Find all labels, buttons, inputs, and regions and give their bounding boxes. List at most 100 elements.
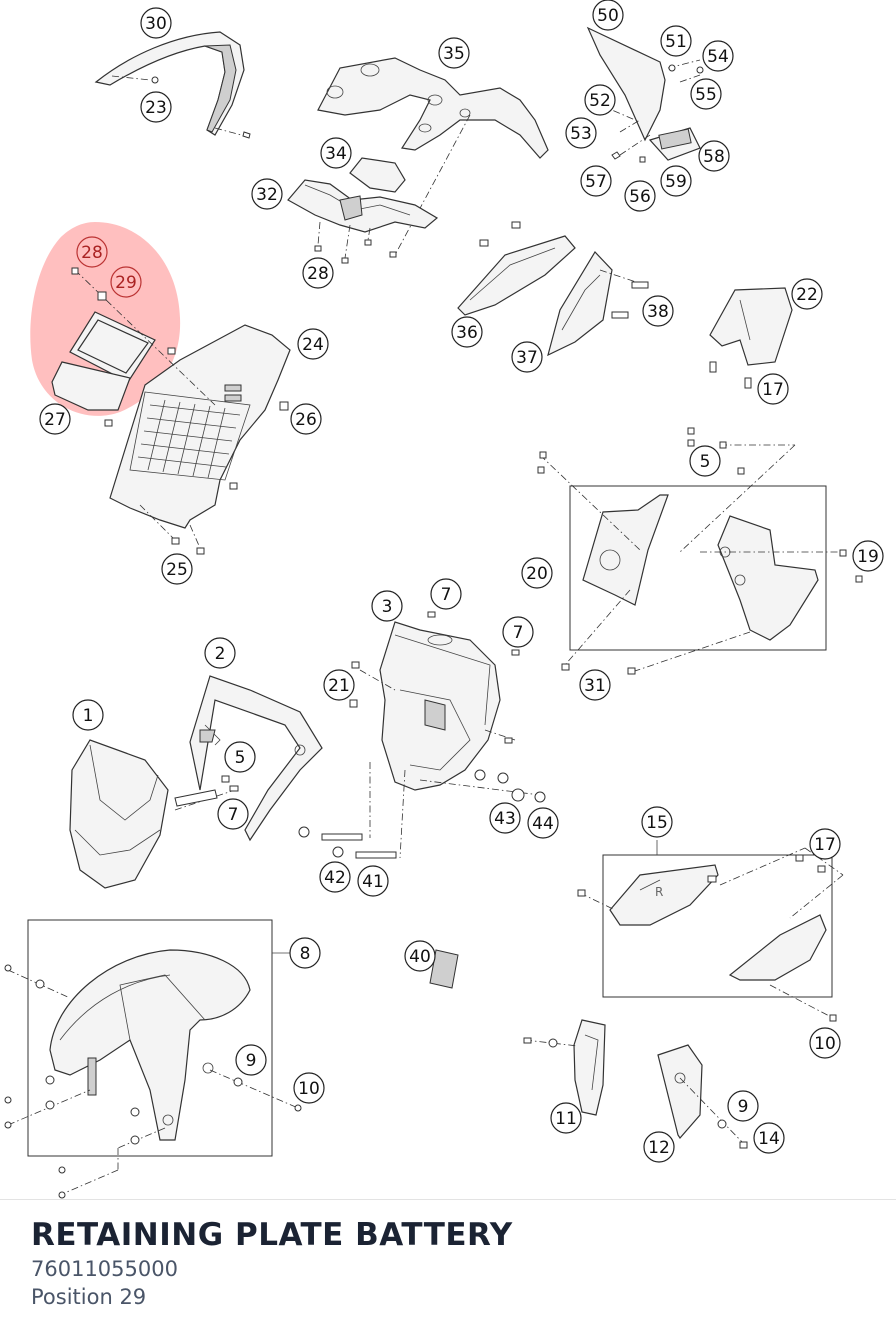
part-position: Position 29: [31, 1285, 147, 1309]
group-frame-15: [602, 854, 833, 998]
part-fork-guard[interactable]: [657, 1044, 748, 1149]
callout-8[interactable]: 8: [289, 937, 321, 969]
callout-5a[interactable]: 5: [689, 445, 721, 477]
svg-text:8: 8: [300, 944, 311, 964]
svg-text:23: 23: [145, 98, 167, 118]
callout-20[interactable]: 20: [521, 557, 553, 589]
part-side-spoiler[interactable]: R: [577, 847, 844, 1022]
callout-10a[interactable]: 10: [809, 1027, 841, 1059]
callout-7b[interactable]: 7: [502, 616, 534, 648]
callout-57[interactable]: 57: [580, 165, 612, 197]
callout-44[interactable]: 44: [527, 807, 559, 839]
callout-23[interactable]: 23: [140, 91, 172, 123]
callout-32[interactable]: 32: [251, 178, 283, 210]
callout-1[interactable]: 1: [72, 699, 104, 731]
callout-9b[interactable]: 9: [727, 1090, 759, 1122]
part-side-cover-right[interactable]: [709, 287, 793, 389]
callout-55[interactable]: 55: [690, 78, 722, 110]
svg-text:15: 15: [646, 813, 668, 833]
callout-7c[interactable]: 7: [217, 798, 249, 830]
callout-34[interactable]: 34: [320, 137, 352, 169]
callout-10b[interactable]: 10: [293, 1072, 325, 1104]
svg-text:10: 10: [814, 1034, 836, 1054]
part-title: RETAINING PLATE BATTERY: [31, 1217, 513, 1253]
svg-text:41: 41: [362, 872, 384, 892]
callout-19[interactable]: 19: [852, 540, 884, 572]
svg-text:25: 25: [166, 560, 188, 580]
callout-58[interactable]: 58: [698, 140, 730, 172]
callout-22[interactable]: 22: [791, 278, 823, 310]
svg-text:52: 52: [589, 91, 611, 111]
callout-2[interactable]: 2: [204, 637, 236, 669]
callout-11[interactable]: 11: [550, 1102, 582, 1134]
part-rear-subframe[interactable]: [317, 57, 549, 256]
callout-43[interactable]: 43: [489, 802, 521, 834]
svg-text:57: 57: [585, 172, 607, 192]
callout-26[interactable]: 26: [290, 403, 322, 435]
callout-24[interactable]: 24: [297, 328, 329, 360]
svg-text:26: 26: [295, 410, 317, 430]
svg-text:12: 12: [648, 1138, 670, 1158]
callout-9a[interactable]: 9: [235, 1044, 267, 1076]
callout-30[interactable]: 30: [140, 7, 172, 39]
svg-text:17: 17: [762, 380, 784, 400]
part-retaining-plate-battery[interactable]: [51, 267, 216, 411]
svg-text:24: 24: [302, 335, 324, 355]
svg-text:1: 1: [83, 706, 94, 726]
callout-59[interactable]: 59: [660, 165, 692, 197]
callout-54[interactable]: 54: [702, 40, 734, 72]
callout-42[interactable]: 42: [319, 861, 351, 893]
callout-56[interactable]: 56: [624, 180, 656, 212]
part-tank-spoiler[interactable]: [537, 427, 863, 675]
part-battery-box[interactable]: [104, 324, 291, 555]
callout-5b[interactable]: 5: [224, 741, 256, 773]
svg-text:31: 31: [584, 676, 606, 696]
callout-35[interactable]: 35: [438, 37, 470, 69]
part-tail-cover[interactable]: [457, 221, 576, 316]
callout-31[interactable]: 31: [579, 669, 611, 701]
svg-text:11: 11: [555, 1109, 577, 1129]
svg-text:27: 27: [44, 410, 66, 430]
part-license-plate-holder[interactable]: [586, 26, 704, 163]
callout-28b[interactable]: 28: [302, 257, 334, 289]
callout-36[interactable]: 36: [451, 316, 483, 348]
part-tail-light[interactable]: [547, 251, 649, 357]
callout-52[interactable]: 52: [584, 84, 616, 116]
svg-text:29: 29: [115, 273, 137, 293]
part-headlight-mask[interactable]: [69, 739, 218, 889]
callout-14[interactable]: 14: [753, 1122, 785, 1154]
callout-29[interactable]: 29: [110, 266, 142, 298]
svg-text:50: 50: [597, 6, 619, 26]
callout-17b[interactable]: 17: [809, 828, 841, 860]
svg-text:14: 14: [758, 1129, 780, 1149]
callout-17a[interactable]: 17: [757, 373, 789, 405]
callout-53[interactable]: 53: [565, 117, 597, 149]
callout-41[interactable]: 41: [357, 865, 389, 897]
callout-37[interactable]: 37: [511, 341, 543, 373]
svg-text:53: 53: [570, 124, 592, 144]
svg-text:56: 56: [629, 187, 651, 207]
part-front-fender[interactable]: [4, 949, 302, 1199]
callout-21[interactable]: 21: [323, 669, 355, 701]
callout-12[interactable]: 12: [643, 1131, 675, 1163]
callout-27[interactable]: 27: [39, 403, 71, 435]
callout-38[interactable]: 38: [642, 295, 674, 327]
svg-text:43: 43: [494, 809, 516, 829]
part-side-cover[interactable]: [94, 31, 251, 139]
callout-50[interactable]: 50: [592, 0, 624, 31]
callout-51[interactable]: 51: [660, 25, 692, 57]
callout-40[interactable]: 40: [404, 940, 436, 972]
part-seat-tray[interactable]: [287, 157, 439, 264]
svg-text:32: 32: [256, 185, 278, 205]
callout-15[interactable]: 15: [641, 806, 673, 838]
part-headlight-holder[interactable]: [298, 611, 546, 859]
part-fork-protector[interactable]: [523, 1019, 606, 1116]
part-reflector[interactable]: [429, 949, 459, 989]
callout-28a[interactable]: 28: [76, 236, 108, 268]
svg-text:22: 22: [796, 285, 818, 305]
callout-7a[interactable]: 7: [430, 578, 462, 610]
svg-text:9: 9: [246, 1051, 257, 1071]
callout-25[interactable]: 25: [161, 553, 193, 585]
svg-text:19: 19: [857, 547, 879, 567]
callout-3[interactable]: 3: [371, 590, 403, 622]
